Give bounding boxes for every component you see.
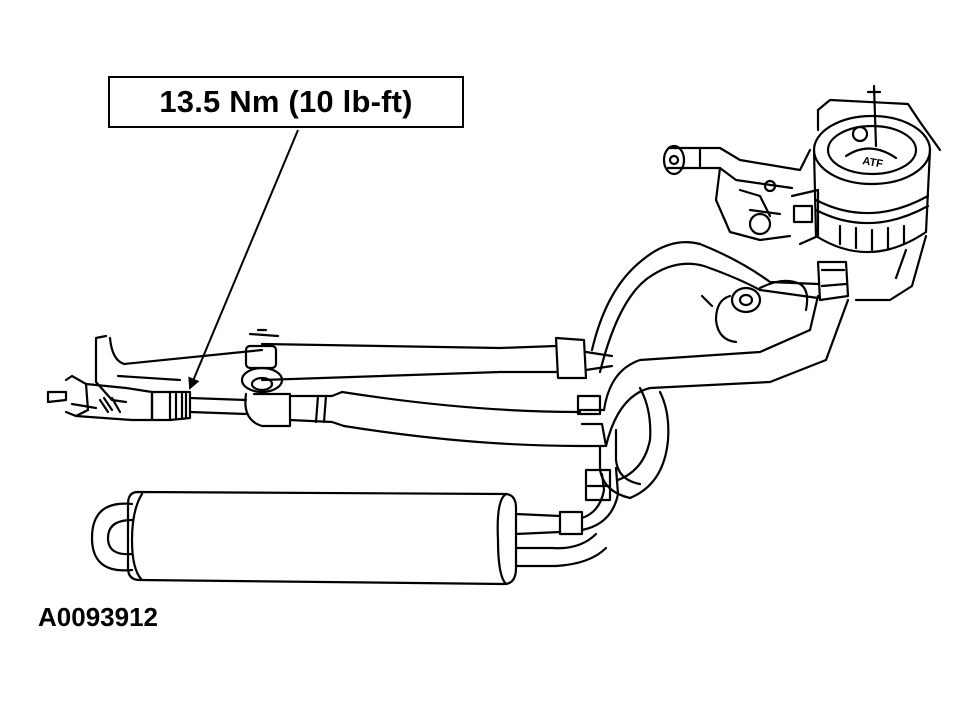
reservoir-marking: ATF (861, 155, 884, 170)
leader-arrow (188, 129, 299, 390)
torque-label: 13.5 Nm (10 lb-ft) (159, 84, 413, 119)
tube-fitting (46, 374, 346, 428)
cooler (90, 386, 670, 586)
upper-tube (94, 328, 614, 404)
torque-callout: 13.5 Nm (10 lb-ft) (108, 76, 464, 128)
figure-id: A0093912 (38, 602, 158, 632)
fluid-reservoir (662, 84, 942, 302)
return-tube (340, 241, 850, 500)
